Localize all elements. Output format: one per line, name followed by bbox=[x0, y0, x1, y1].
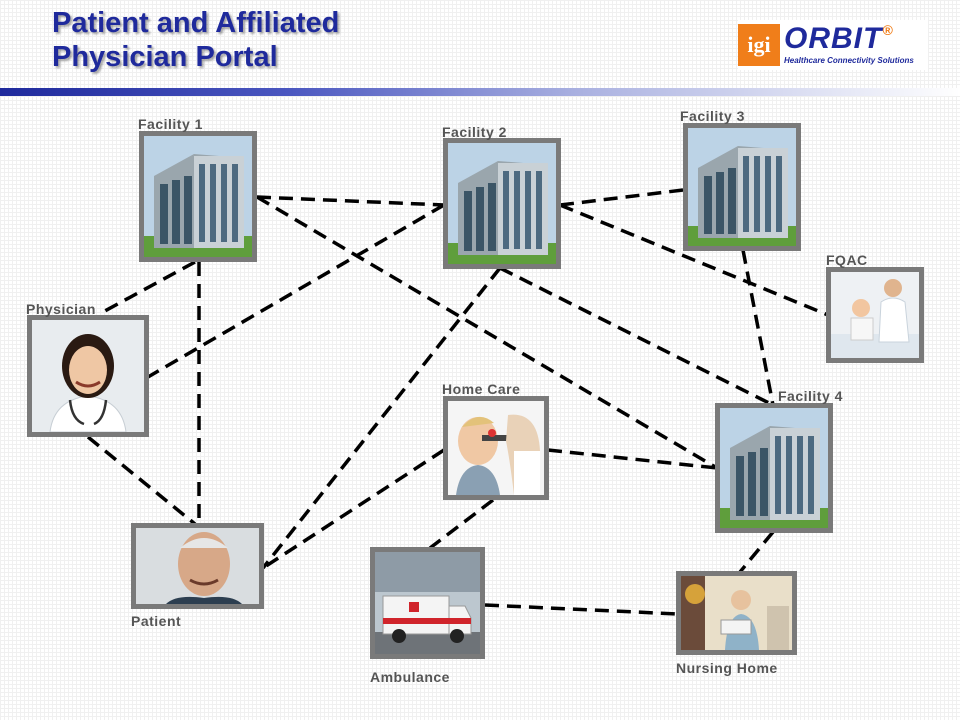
facility-1-node[interactable] bbox=[139, 131, 257, 262]
link-f2-f4 bbox=[499, 266, 774, 407]
title-line-1: Patient and Affiliated bbox=[52, 7, 340, 39]
title-line-2: Physician Portal bbox=[52, 41, 278, 73]
nursing-home-photo-icon bbox=[681, 576, 792, 650]
building-icon bbox=[144, 136, 252, 257]
facility-3-node[interactable] bbox=[683, 123, 801, 251]
link-f3-f4 bbox=[741, 249, 775, 406]
patient-photo-icon bbox=[136, 528, 259, 604]
nurse-patient-icon bbox=[831, 272, 919, 358]
link-homecare-f4 bbox=[547, 448, 718, 470]
link-f2-physician bbox=[147, 203, 445, 379]
physician-photo-icon bbox=[32, 320, 144, 432]
logo-igi: igi bbox=[738, 24, 780, 66]
link-f1-f2 bbox=[256, 195, 445, 207]
link-homecare-ambulance bbox=[428, 498, 495, 550]
ambulance-node[interactable] bbox=[370, 547, 485, 659]
logo: igi ORBIT® Healthcare Connectivity Solut… bbox=[738, 20, 928, 70]
facility-2-label: Facility 2 bbox=[442, 124, 507, 140]
fqac-node[interactable] bbox=[826, 267, 924, 363]
patient-node[interactable] bbox=[131, 523, 264, 609]
ambulance-photo-icon bbox=[375, 552, 480, 654]
title-underline bbox=[0, 88, 960, 96]
link-f2-f3 bbox=[559, 188, 684, 207]
nursing-home-node[interactable] bbox=[676, 571, 797, 655]
homecare-node[interactable] bbox=[443, 396, 549, 500]
page-title: Patient and Affiliated Physician Portal bbox=[52, 6, 339, 74]
facility-4-node[interactable] bbox=[715, 403, 833, 533]
building-icon bbox=[688, 128, 796, 246]
facility-2-node[interactable] bbox=[443, 138, 561, 269]
facility-3-label: Facility 3 bbox=[680, 108, 745, 124]
link-physician-patient bbox=[86, 435, 197, 526]
physician-node[interactable] bbox=[27, 315, 149, 437]
link-f4-nursing bbox=[738, 530, 775, 574]
ambulance-label: Ambulance bbox=[370, 669, 450, 685]
homecare-photo-icon bbox=[448, 401, 544, 495]
link-f2-patient bbox=[261, 266, 502, 570]
link-f1-f4 bbox=[256, 195, 718, 470]
logo-brand: ORBIT® bbox=[784, 22, 894, 55]
patient-label: Patient bbox=[131, 613, 182, 629]
logo-tagline: Healthcare Connectivity Solutions bbox=[784, 56, 914, 65]
building-icon bbox=[448, 143, 556, 264]
nursing-home-label: Nursing Home bbox=[676, 660, 778, 676]
link-homecare-patient bbox=[262, 448, 445, 570]
facility-1-label: Facility 1 bbox=[138, 116, 203, 132]
physician-label: Physician bbox=[26, 301, 96, 317]
link-ambulance-nursing bbox=[484, 603, 679, 616]
homecare-label: Home Care bbox=[442, 381, 521, 397]
building-icon bbox=[720, 408, 828, 528]
fqac-label: FQAC bbox=[826, 252, 868, 268]
link-f1-physician bbox=[102, 260, 196, 314]
link-f2-fqac bbox=[559, 203, 829, 317]
facility-4-label: Facility 4 bbox=[778, 388, 843, 404]
